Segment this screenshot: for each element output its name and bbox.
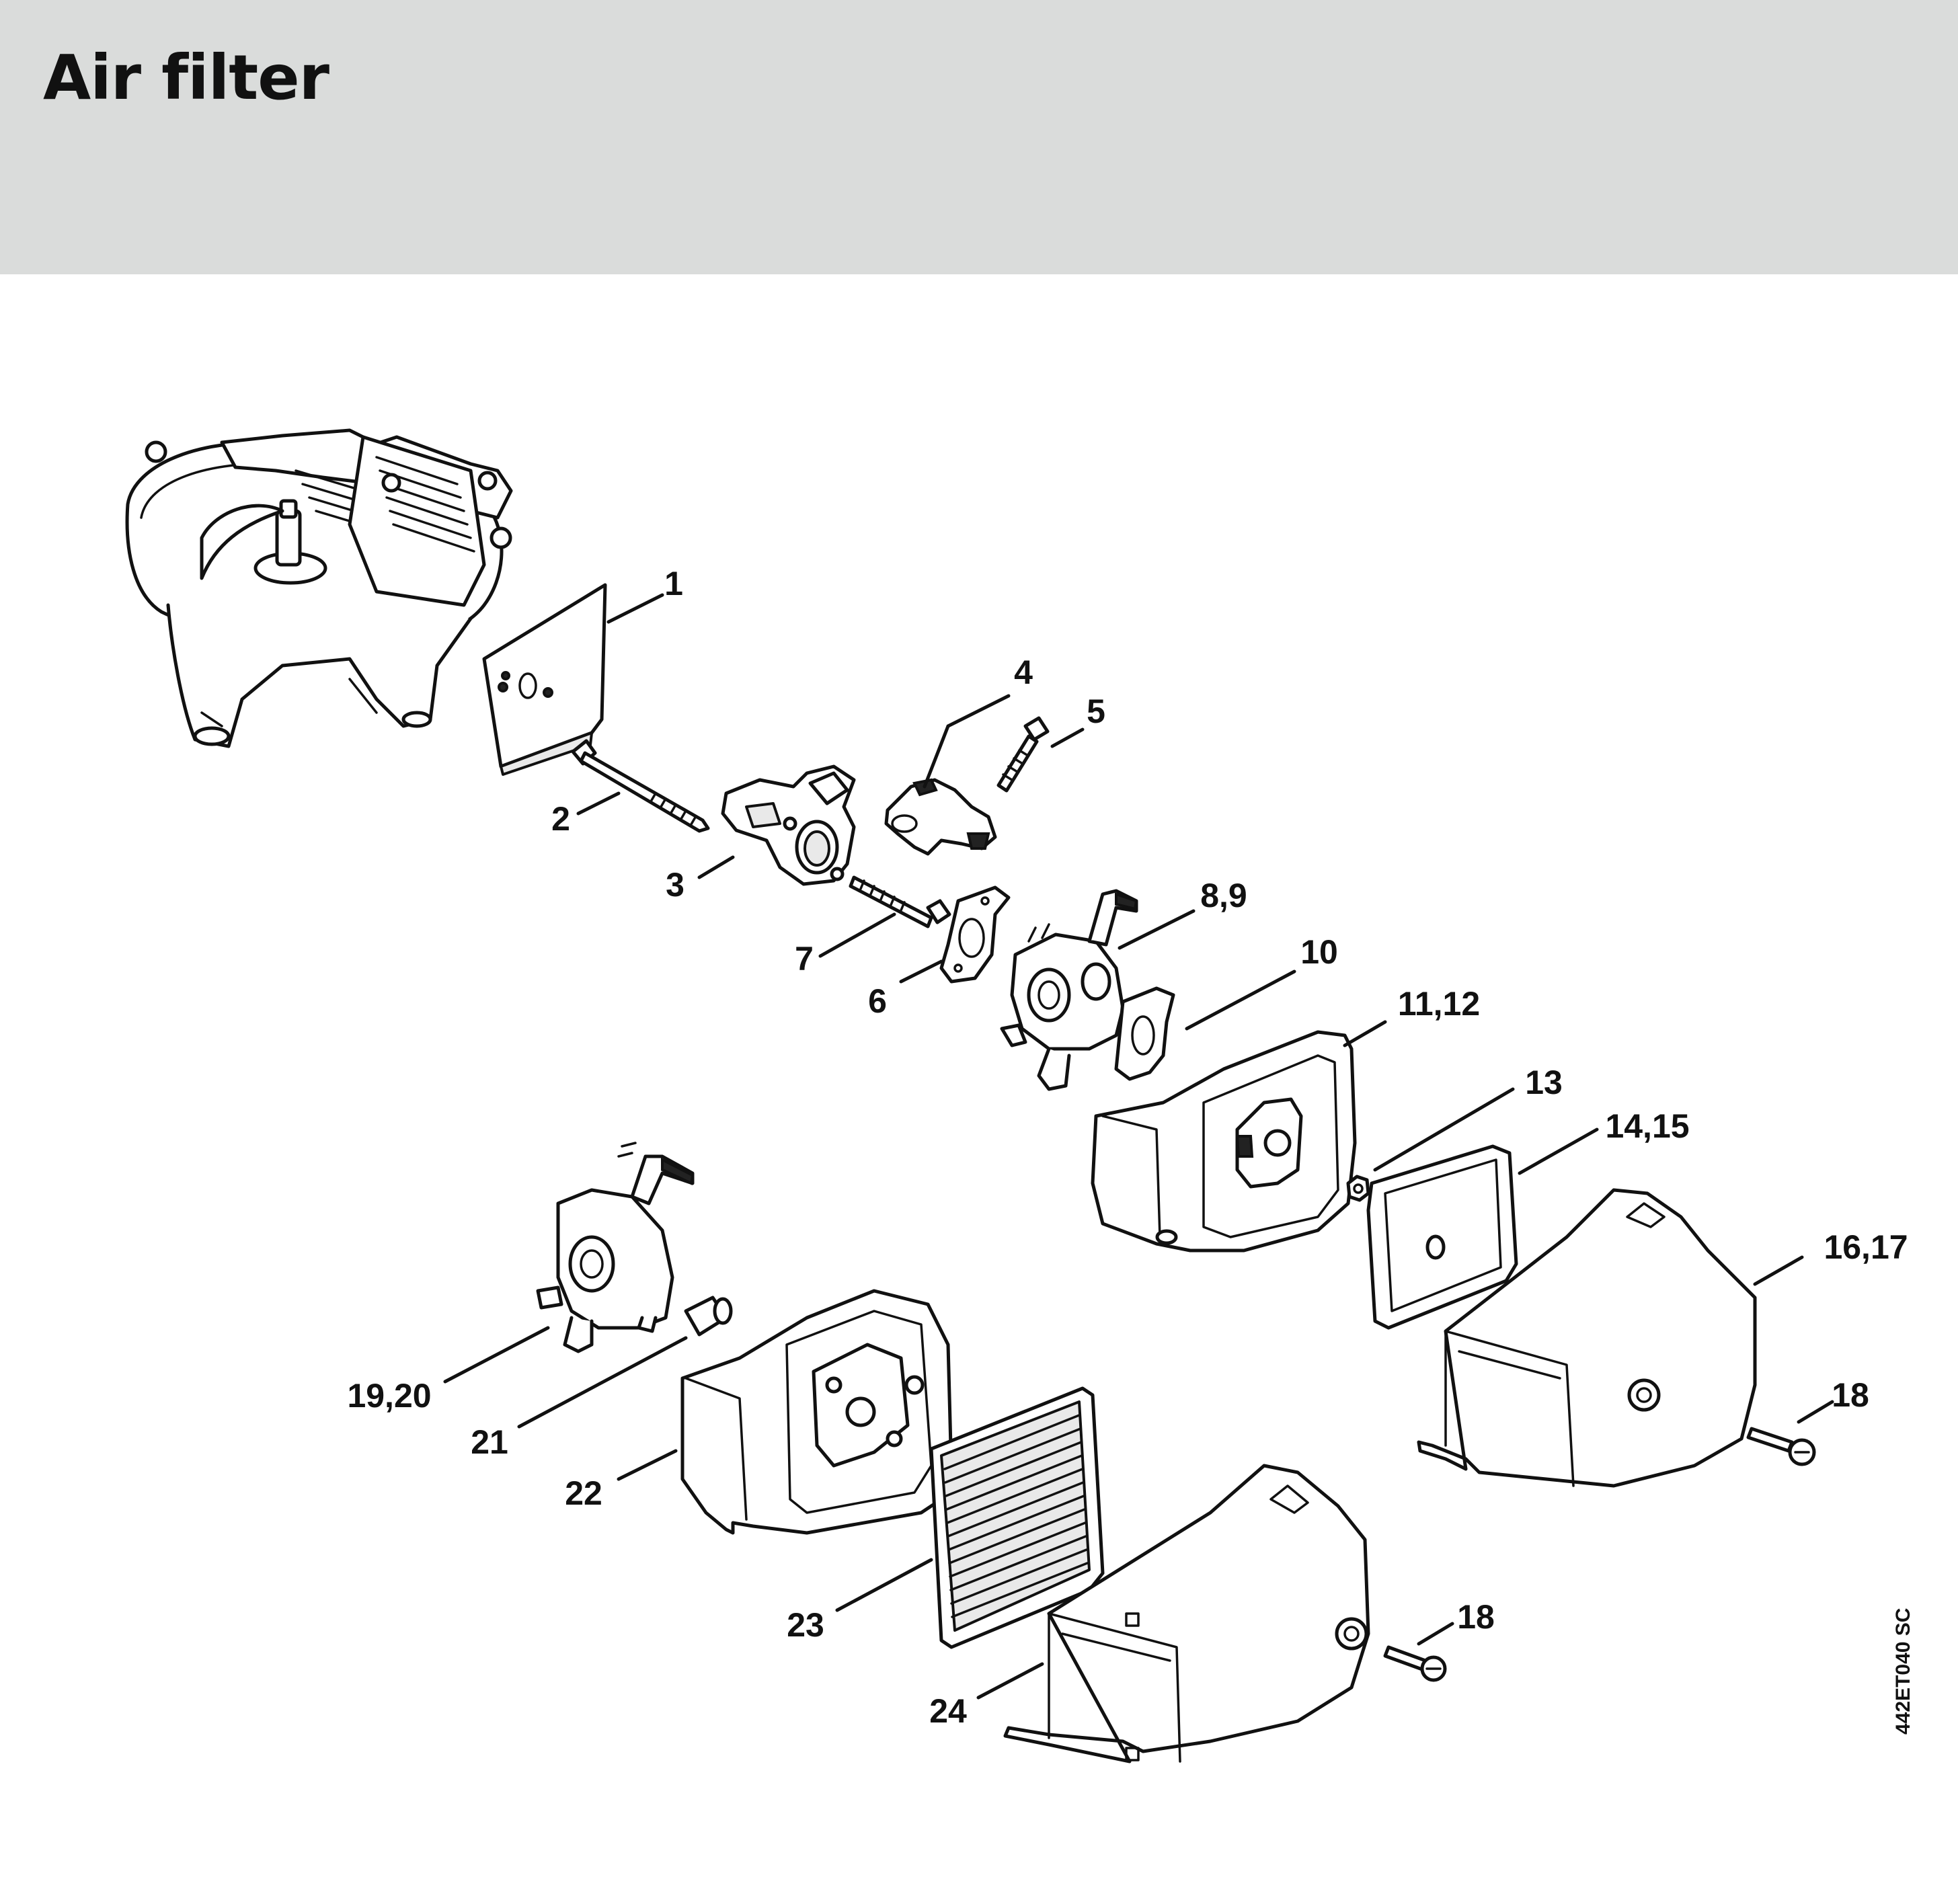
part-5-screw-drawing xyxy=(996,716,1050,793)
callout-18-lower: 18 xyxy=(1457,1598,1495,1636)
callout-3: 3 xyxy=(666,866,684,904)
callout-10: 10 xyxy=(1300,933,1338,971)
callout-19-20: 19,20 xyxy=(347,1377,431,1415)
callout-22: 22 xyxy=(565,1474,602,1512)
part-19-20-carburetor-drawing xyxy=(536,1142,695,1353)
part-22-filter-base-drawing xyxy=(680,1289,953,1535)
part-16-17-cover-drawing xyxy=(1417,1188,1757,1488)
callout-23: 23 xyxy=(787,1606,824,1644)
document-code: 442ET040 SC xyxy=(1892,1608,1914,1735)
callout-4: 4 xyxy=(1014,653,1033,691)
callout-8-9: 8,9 xyxy=(1200,877,1247,914)
part-21-nipple-drawing xyxy=(684,1296,733,1337)
callout-6: 6 xyxy=(868,982,887,1020)
callout-18-upper: 18 xyxy=(1832,1376,1869,1414)
part-10-gasket-drawing xyxy=(1114,986,1175,1081)
callout-14-15: 14,15 xyxy=(1605,1107,1689,1145)
part-8-9-carburetor-drawing xyxy=(1000,889,1138,1091)
part-11-12-filter-base-drawing xyxy=(1091,1030,1357,1253)
part-23-pleated-filter-drawing xyxy=(929,1386,1105,1649)
callout-13: 13 xyxy=(1525,1064,1563,1101)
part-18b-screw-drawing xyxy=(1383,1645,1447,1682)
callout-24: 24 xyxy=(929,1692,967,1730)
callout-16-17: 16,17 xyxy=(1824,1228,1908,1266)
part-18a-screw-drawing xyxy=(1746,1427,1816,1466)
part-24-cover-drawing xyxy=(1003,1464,1370,1763)
part-2-long-bolt-drawing xyxy=(571,739,710,833)
callout-1: 1 xyxy=(664,565,683,602)
page-title: Air filter xyxy=(43,42,329,114)
part-14-15-filter-drawing xyxy=(1366,1144,1518,1330)
callout-7: 7 xyxy=(795,940,814,978)
part-6-gasket-drawing xyxy=(939,885,1011,984)
engine-crankcase-drawing xyxy=(125,428,513,748)
callout-21: 21 xyxy=(471,1423,508,1461)
part-7-bolt-drawing xyxy=(849,875,951,928)
callout-2: 2 xyxy=(551,800,570,838)
callout-5: 5 xyxy=(1087,692,1105,730)
title-banner: Air filter xyxy=(0,0,1958,274)
part-13-nut-drawing xyxy=(1346,1175,1370,1202)
leader-lines xyxy=(443,593,1834,1700)
callout-11-12: 11,12 xyxy=(1398,985,1480,1023)
part-3-flange-drawing xyxy=(721,764,856,886)
part-4-bracket-drawing xyxy=(884,778,997,856)
part-1-gasket-drawing xyxy=(482,583,607,776)
callout-labels: 1 2 3 4 5 6 7 8,9 10 11,12 13 14,15 16,1… xyxy=(347,565,1908,1730)
